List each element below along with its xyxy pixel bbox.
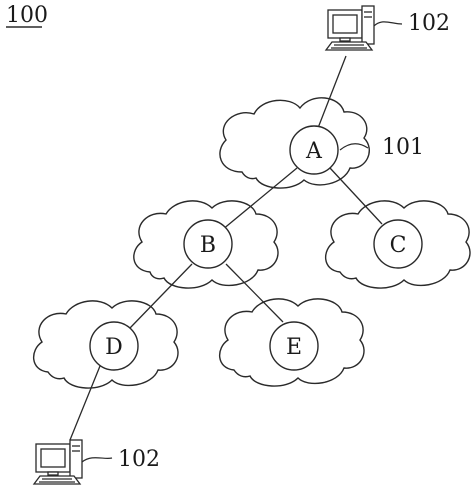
node-d: D (89, 321, 139, 371)
computer-top-screen (332, 14, 358, 34)
reference-computer-bottom: 102 (81, 447, 160, 472)
node-a: A (289, 125, 339, 175)
node-b-label: B (200, 233, 216, 258)
computer-bottom-icon (32, 439, 83, 485)
reference-computer-bottom-leader (81, 457, 113, 463)
node-d-circle (89, 321, 139, 371)
figure-label: 100 (6, 3, 48, 28)
node-e-label: E (286, 335, 302, 360)
edge-a-computer-top (317, 55, 347, 129)
reference-computer-top: 102 (373, 11, 450, 36)
reference-cloud-leader (339, 143, 369, 151)
node-b-circle (183, 219, 233, 269)
edge-d-computer-bottom (69, 365, 101, 441)
node-b: B (183, 219, 233, 269)
edge-a-c (329, 167, 383, 225)
reference-computer-top-leader (373, 21, 403, 27)
computer-bottom-stand (47, 471, 59, 476)
node-e-circle (269, 321, 319, 371)
figure-number: 100 (6, 3, 48, 28)
node-d-label: D (105, 335, 123, 360)
edge-b-e (225, 263, 284, 323)
node-c: C (373, 219, 423, 269)
node-c-circle (373, 219, 423, 269)
reference-cloud-label: 101 (382, 135, 424, 160)
node-c-label: C (390, 233, 407, 258)
edges (69, 55, 383, 441)
computer-bottom-screen (40, 448, 66, 468)
computer-top-keyboard (324, 41, 374, 51)
reference-computer-bottom-label: 102 (118, 447, 160, 472)
computer-top-stand (339, 37, 351, 42)
reference-cloud: 101 (339, 135, 424, 160)
reference-computer-top-label: 102 (408, 11, 450, 36)
node-e: E (269, 321, 319, 371)
node-a-circle (289, 125, 339, 175)
edge-b-d (129, 263, 193, 329)
computer-top-icon (324, 5, 375, 51)
computer-bottom-keyboard (32, 475, 82, 485)
node-a-label: A (305, 139, 323, 164)
edge-a-b (221, 167, 298, 231)
